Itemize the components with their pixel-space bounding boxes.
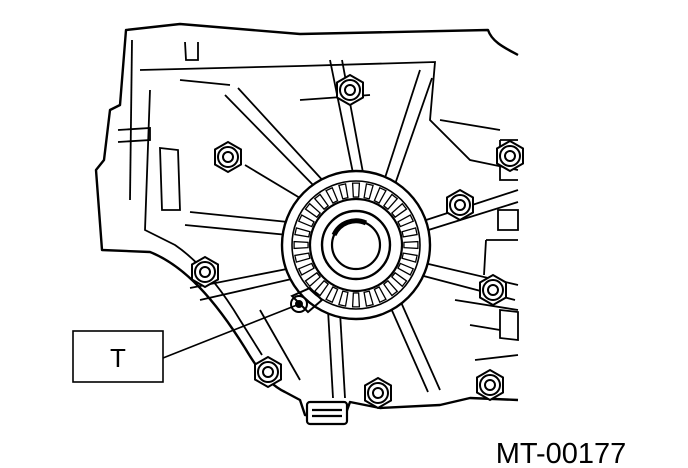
housing-outline	[94, 22, 519, 418]
bolt-icon	[191, 255, 219, 289]
seal-rim-tab	[351, 182, 361, 198]
tool-clip	[290, 286, 324, 314]
bolt-icon	[496, 139, 524, 173]
bolt-center	[344, 84, 356, 96]
callout-leader	[162, 304, 298, 359]
seal-rim-tab	[293, 240, 309, 250]
seal-rim-outer	[291, 180, 421, 310]
seal-rim-tab	[304, 271, 322, 288]
right-bosses	[469, 139, 519, 342]
seal-rim-tab	[401, 227, 418, 238]
seal-rim-tab	[363, 290, 374, 307]
seal-rim-tab	[313, 193, 330, 211]
seal-rim-tab	[363, 183, 374, 200]
seal-rim-tab	[373, 286, 387, 304]
bolt-icon	[254, 355, 282, 389]
bolt-center	[454, 199, 466, 211]
seal-rim-tab	[325, 286, 339, 304]
seal-rim-tab	[297, 214, 315, 228]
seal-rim-tab	[297, 262, 315, 276]
bolt-center	[199, 266, 211, 278]
seal-rim-tab	[338, 290, 349, 307]
bolt-icon	[336, 73, 364, 107]
seal-rim-tab	[351, 292, 361, 308]
bolt-center	[484, 379, 496, 391]
bolt-center	[262, 366, 274, 378]
seal-rim-tab	[390, 271, 408, 288]
seal-rim-tab	[382, 279, 399, 297]
seal-rim-tab	[403, 240, 419, 250]
output-seal-hub	[280, 169, 432, 321]
bolt-center	[222, 151, 234, 163]
bore-shadow	[331, 218, 368, 237]
seal-rim-tab	[382, 193, 399, 211]
figure-code: MT-00177	[496, 438, 627, 468]
seal-rim-tab	[294, 252, 311, 263]
seal-rim-tab	[373, 186, 387, 204]
seal-rim-tab	[390, 202, 408, 219]
seal-rim-tab	[304, 202, 322, 219]
seal-rim-tab	[294, 227, 311, 238]
seal-rim-tab	[401, 252, 418, 263]
seal-rim-tab	[338, 183, 349, 200]
seal-rim-tab	[397, 214, 415, 228]
callout-label: T	[110, 343, 126, 373]
drain-plug	[305, 400, 349, 426]
bolt-icon	[364, 376, 392, 410]
bolt-group	[191, 73, 524, 410]
bolt-icon	[476, 368, 504, 402]
seal-rim-tab	[313, 279, 330, 297]
callout-box: T	[72, 330, 164, 383]
bolt-center	[372, 387, 384, 399]
bolt-icon	[214, 140, 242, 174]
bolt-center	[487, 284, 499, 296]
seal-rim-tab	[325, 186, 339, 204]
bolt-icon	[446, 188, 474, 222]
bolt-center	[504, 150, 516, 162]
bolt-icon	[479, 273, 507, 307]
seal-rim-tab	[397, 262, 415, 276]
